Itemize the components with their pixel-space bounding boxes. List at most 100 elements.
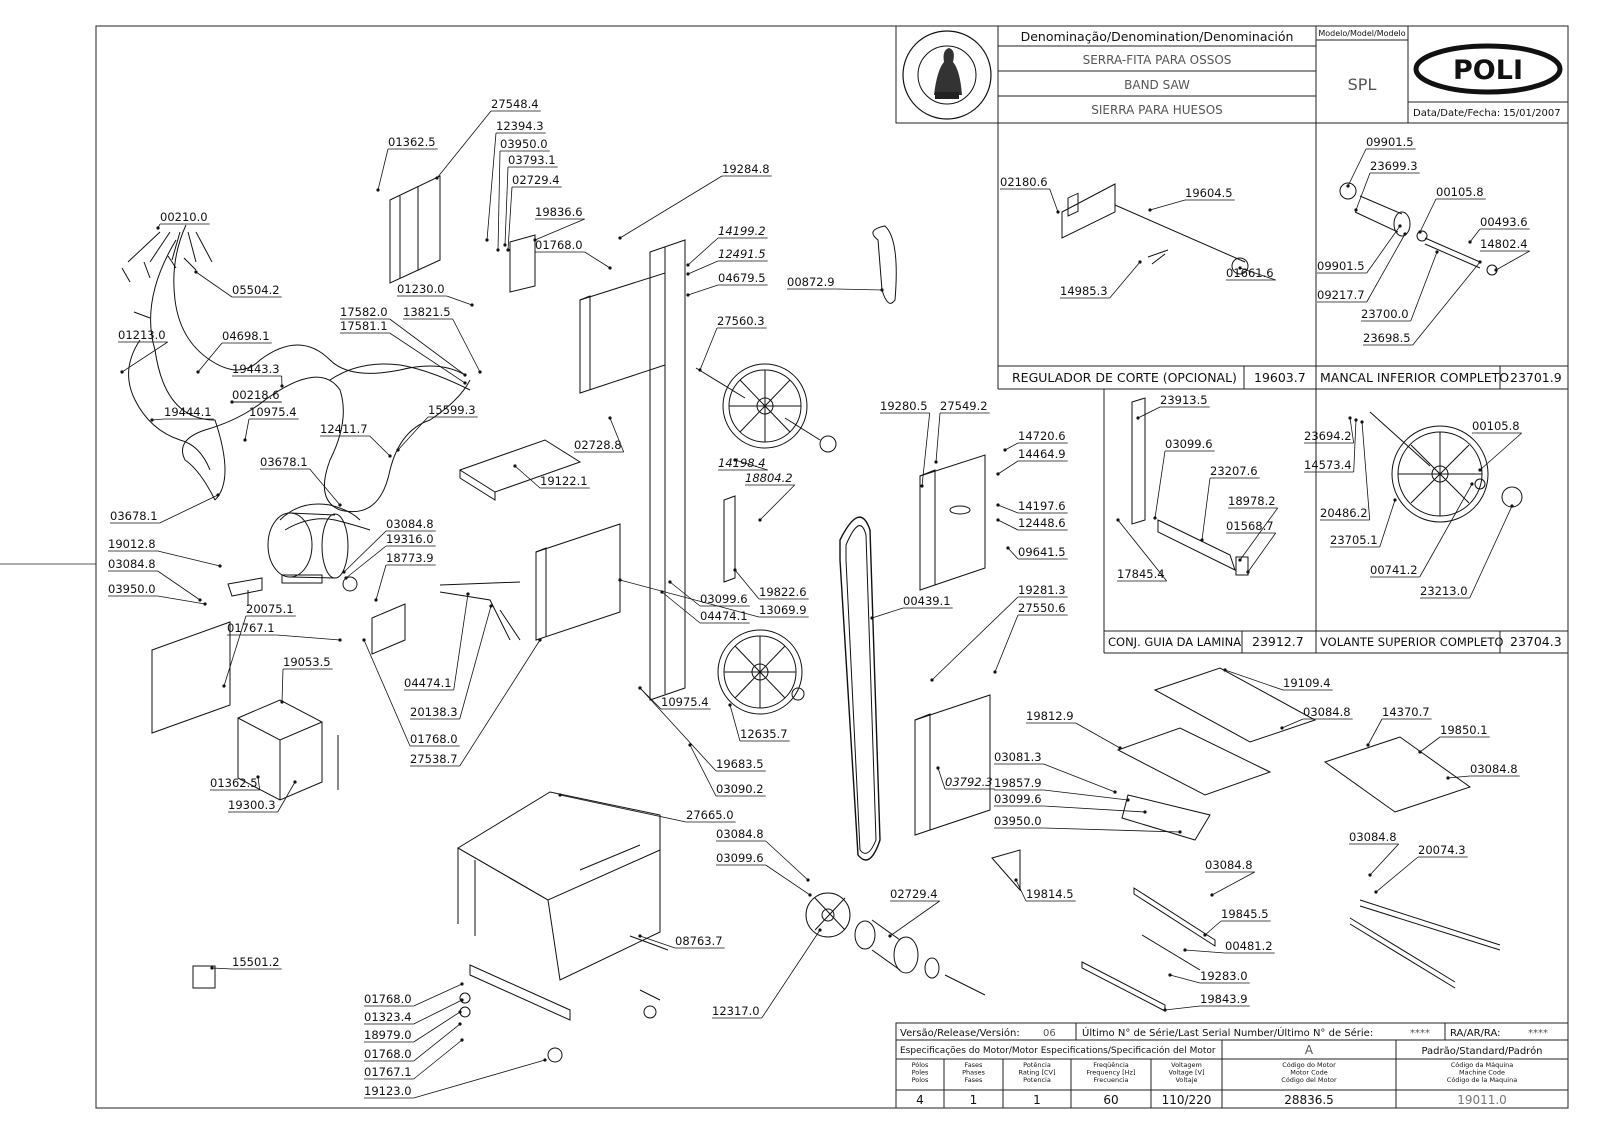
part-number-label: 09641.5 [1018, 545, 1066, 559]
part-callout: 01661.6 [1226, 266, 1276, 280]
part-number-label: 00218.6 [232, 388, 280, 402]
part-number-label: 12317.0 [712, 1004, 760, 1018]
part-callout: 19122.1 [513, 464, 589, 488]
part-callout: 03099.6 [1153, 437, 1214, 520]
part-number-label: 23705.1 [1330, 533, 1378, 547]
part-number-label: 05504.2 [232, 283, 280, 297]
part-number-label: 19822.6 [759, 585, 807, 599]
part-number-label: 27548.4 [491, 97, 539, 111]
part-callout: 27550.6 [993, 601, 1067, 674]
part-number-label: 03099.6 [700, 592, 748, 606]
part-callout: 01362.5 [376, 135, 437, 192]
motor-spec-header: Código de la Maquina [1447, 1076, 1517, 1084]
part-callout: 00105.8 [1418, 185, 1485, 234]
part-callout: 15599.3 [396, 403, 477, 452]
part-callout: 03678.1 [110, 493, 220, 523]
part-number-label: 14198.4 [718, 456, 766, 470]
part-callout: 14802.4 [1480, 237, 1530, 272]
part-callout: 20075.1 [222, 602, 295, 688]
part-number-label: 03099.6 [716, 851, 764, 865]
part-callout: 19281.3 [930, 583, 1067, 682]
part-callout: 27665.0 [558, 793, 735, 822]
part-number-label: 01568.7 [1226, 519, 1274, 533]
part-number-label: 19281.3 [1018, 583, 1066, 597]
part-number-label: 04679.5 [718, 271, 766, 285]
part-number-label: 01768.0 [535, 238, 583, 252]
part-number-label: 03792.3 [945, 775, 993, 789]
motor-spec-header: Fases [965, 1076, 984, 1084]
part-number-label: 27538.7 [410, 752, 458, 766]
part-number-label: 27665.0 [686, 808, 734, 822]
part-number-label: 23699.3 [1370, 159, 1418, 173]
motor-spec-header: Código del Motor [1281, 1076, 1337, 1084]
part-callout: 19814.5 [1014, 878, 1075, 901]
title-block: Denominação/Denomination/Denominación SE… [896, 26, 1568, 123]
part-callout: 09901.5 [1317, 224, 1402, 273]
model-header: Modelo/Model/Modelo [1318, 29, 1405, 38]
part-callout: 00210.0 [156, 210, 209, 230]
part-number-label: 08763.7 [675, 934, 723, 948]
part-number-label: 10975.4 [661, 695, 709, 709]
part-number-label: 19280.5 [880, 399, 928, 413]
part-number-label: 02728.8 [574, 438, 622, 452]
part-callout: 14197.6 [996, 499, 1067, 513]
motor-spec-value: 1 [1033, 1093, 1041, 1107]
part-callout: 23698.5 [1363, 260, 1482, 345]
motor-spec-value: 19011.0 [1457, 1093, 1507, 1107]
part-number-label: 01362.5 [388, 135, 436, 149]
motor-spec-header: Potencia [1023, 1076, 1051, 1084]
date-value: 15/01/2007 [1503, 108, 1561, 119]
part-number-label: 18804.2 [745, 471, 793, 485]
version-value: 06 [1043, 1028, 1056, 1039]
part-number-label: 19316.0 [386, 532, 434, 546]
part-number-label: 03084.8 [1349, 830, 1397, 844]
part-callout: 19053.5 [280, 655, 332, 704]
part-number-label: 19283.0 [1200, 969, 1248, 983]
inset-code-mancal: 23701.9 [1510, 370, 1562, 385]
wire-harness [151, 240, 470, 512]
part-number-label: 14985.3 [1060, 284, 1108, 298]
standard-label: Padrão/Standard/Padrón [1421, 1045, 1542, 1057]
part-number-label: 03793.1 [508, 153, 556, 167]
motor-spec-value: 110/220 [1162, 1093, 1212, 1107]
part-number-label: 01768.0 [364, 1047, 412, 1061]
part-number-label: 15599.3 [428, 403, 476, 417]
part-number-label: 03950.0 [994, 814, 1042, 828]
ra-value: **** [1528, 1028, 1548, 1039]
part-number-label: 04698.1 [222, 329, 270, 343]
part-callout: 18773.9 [374, 551, 435, 602]
part-callout: 04474.1 [404, 592, 470, 690]
part-number-label: 19109.4 [1283, 676, 1331, 690]
part-callout: 18804.2 [745, 471, 795, 522]
part-number-label: 15501.2 [232, 955, 280, 969]
model-value: SPL [1348, 75, 1377, 94]
footer-columns: PólosPolesPolos4FasesPhasesFases1Potênci… [912, 1061, 1518, 1107]
part-callout: 19836.6 [533, 205, 584, 242]
part-number-label: 03084.8 [1470, 762, 1518, 776]
part-number-label: 23698.5 [1363, 331, 1411, 345]
part-number-label: 19122.1 [540, 474, 588, 488]
inset-title-volante: VOLANTE SUPERIOR COMPLETO [1320, 635, 1504, 649]
sheet-border [96, 26, 1568, 1108]
part-callout: 02180.6 [1000, 175, 1060, 214]
part-callout: 12317.0 [712, 928, 822, 1018]
part-callout: 19444.1 [150, 405, 213, 422]
part-number-label: 23213.0 [1420, 584, 1468, 598]
part-number-label: 19845.5 [1221, 907, 1269, 921]
part-callout: 00105.8 [1472, 419, 1522, 472]
part-number-label: 14199.2 [718, 224, 766, 238]
part-number-label: 13069.9 [759, 603, 807, 617]
motor-spec-value: 28836.5 [1284, 1093, 1334, 1107]
part-number-label: 14197.6 [1018, 499, 1066, 513]
part-number-label: 20486.2 [1320, 506, 1368, 520]
part-callout: 19843.9 [1163, 992, 1249, 1012]
part-number-label: 02729.4 [890, 887, 938, 901]
part-number-label: 23694.2 [1304, 429, 1352, 443]
part-number-label: 03678.1 [260, 455, 308, 469]
part-callout: 15501.2 [210, 955, 281, 970]
part-number-label: 03084.8 [1205, 858, 1253, 872]
part-callout: 01767.1 [227, 621, 342, 642]
part-callout: 14370.7 [1366, 705, 1431, 747]
part-number-label: 19123.0 [364, 1084, 412, 1098]
part-number-label: 00210.0 [160, 210, 208, 224]
